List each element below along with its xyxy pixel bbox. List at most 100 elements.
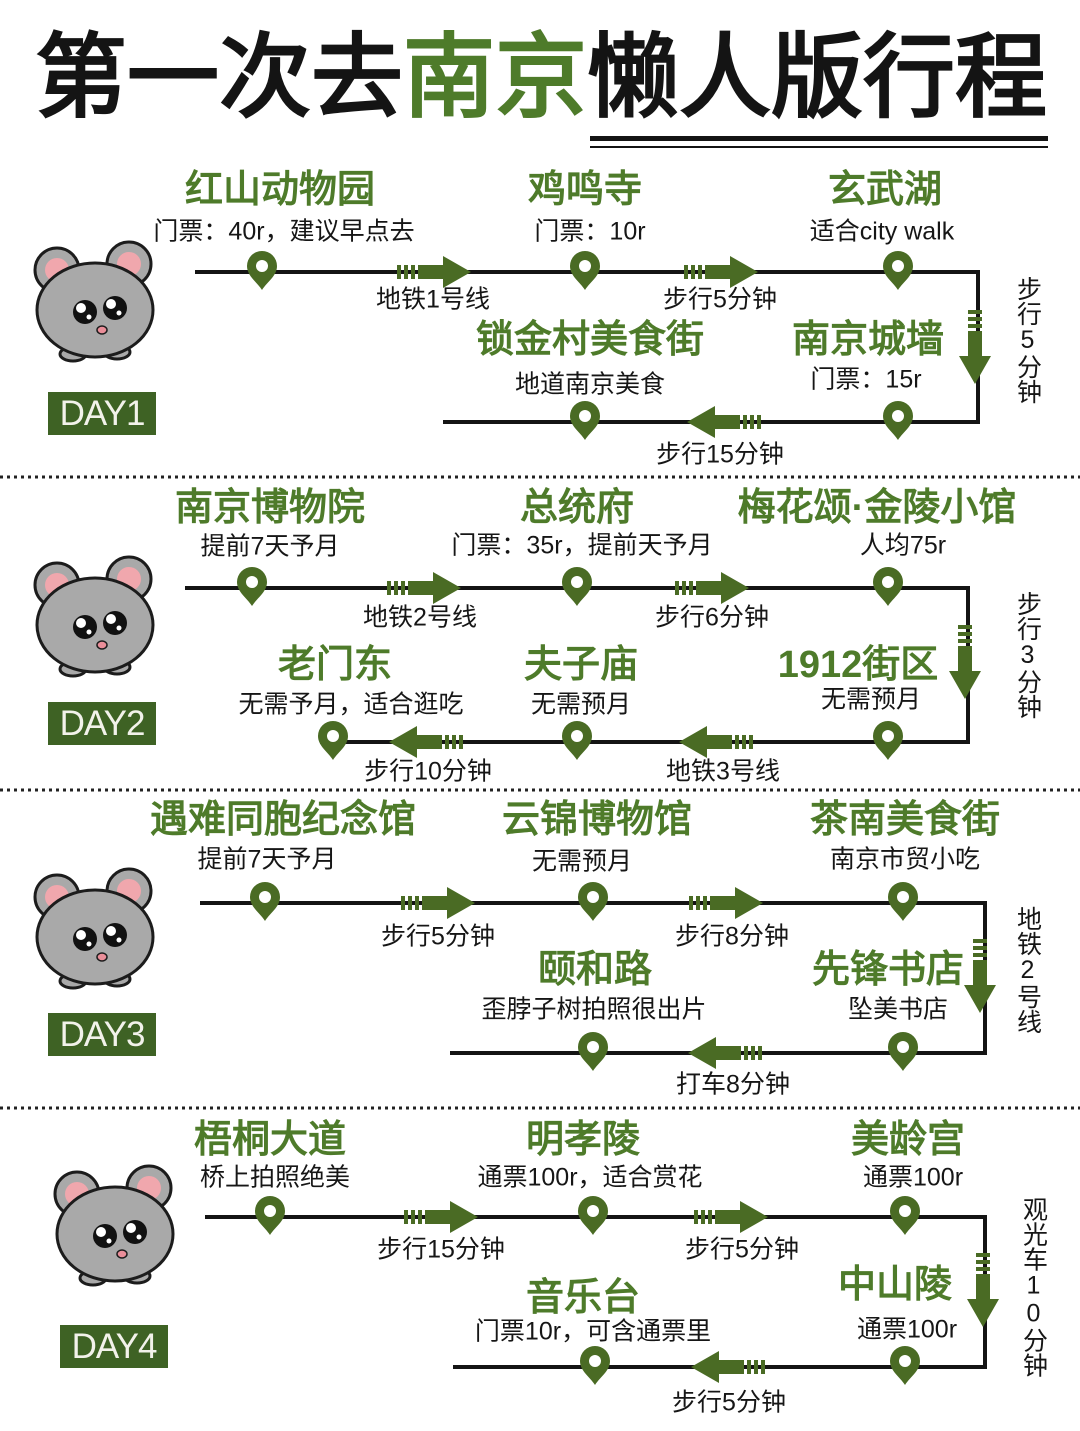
stop-name: 锁金村美食街	[475, 319, 705, 361]
transfer-label: 步行10分钟	[364, 757, 492, 786]
turn-transfer-label: 地铁2号线	[1013, 906, 1042, 1034]
stop-note: 门票10r，可含通票里	[474, 1317, 712, 1346]
day-badge: DAY1	[48, 392, 156, 435]
location-pin-icon	[570, 251, 600, 290]
turn-transfer-label: 观光车10分钟	[1019, 1196, 1048, 1378]
location-pin-icon	[562, 721, 592, 760]
arrow-right-icon	[387, 572, 461, 604]
stop-note: 门票：15r	[810, 365, 922, 394]
stop-note: 无需预月	[820, 685, 922, 714]
stop-note: 适合city walk	[809, 217, 955, 246]
title-tail: 懒人版行程	[587, 27, 1048, 129]
stop-name: 云锦博物馆	[501, 799, 693, 841]
location-pin-icon	[883, 251, 913, 290]
mouse-mascot-icon	[25, 238, 165, 363]
stop-name: 总统府	[519, 487, 635, 529]
stop-note: 歪脖子树拍照很出片	[481, 995, 707, 1024]
transfer-label: 地铁1号线	[376, 285, 490, 314]
location-pin-icon	[250, 882, 280, 921]
transfer-label: 步行15分钟	[377, 1235, 505, 1264]
arrow-left-icon	[688, 1037, 762, 1069]
title-underline	[590, 136, 1048, 141]
stop-name: 美龄宫	[850, 1119, 966, 1161]
day-badge: DAY2	[48, 702, 156, 745]
page-title: 第一次去南京懒人版行程	[35, 32, 1047, 124]
day-badge: DAY3	[48, 1013, 156, 1056]
title-lead: 第一次去	[35, 27, 404, 129]
transfer-label: 步行5分钟	[381, 922, 495, 951]
stop-name: 中山陵	[837, 1264, 953, 1306]
stop-name: 夫子庙	[523, 644, 639, 686]
location-pin-icon	[890, 1196, 920, 1235]
location-pin-icon	[570, 401, 600, 440]
stop-name: 颐和路	[537, 949, 653, 991]
stop-name: 梅花颂·金陵小馆	[737, 487, 1017, 529]
location-pin-icon	[888, 1032, 918, 1071]
stop-name: 音乐台	[525, 1277, 641, 1319]
arrow-right-icon	[675, 572, 749, 604]
transfer-label: 步行6分钟	[655, 603, 769, 632]
location-pin-icon	[255, 1196, 285, 1235]
arrow-right-icon	[397, 256, 471, 288]
arrow-left-icon	[389, 726, 463, 758]
stop-name: 玄武湖	[827, 169, 943, 211]
location-pin-icon	[578, 1032, 608, 1071]
stop-note: 通票100r	[856, 1315, 958, 1344]
location-pin-icon	[883, 401, 913, 440]
stop-name: 明孝陵	[525, 1119, 641, 1161]
stop-name: 鸡鸣寺	[527, 169, 643, 211]
stop-note: 门票：35r，提前天予月	[451, 531, 713, 560]
stop-note: 桥上拍照绝美	[199, 1163, 351, 1192]
stop-name: 茶南美食街	[809, 799, 1001, 841]
arrow-right-icon	[401, 887, 475, 919]
transfer-label: 地铁2号线	[363, 603, 477, 632]
arrow-right-icon	[684, 256, 758, 288]
stop-name: 先锋书店	[811, 949, 965, 991]
location-pin-icon	[247, 251, 277, 290]
stop-note: 通票100r	[862, 1163, 964, 1192]
stop-note: 门票：40r，建议早点去	[153, 217, 415, 246]
title-underline	[590, 146, 1048, 148]
transfer-label: 步行5分钟	[685, 1235, 799, 1264]
stop-name: 遇难同胞纪念馆	[149, 799, 417, 841]
arrow-left-icon	[679, 726, 753, 758]
location-pin-icon	[578, 882, 608, 921]
stop-note: 门票：10r	[534, 217, 646, 246]
transfer-label: 步行8分钟	[675, 922, 789, 951]
location-pin-icon	[580, 1346, 610, 1385]
stop-note: 人均75r	[859, 531, 947, 560]
title-city: 南京	[403, 27, 588, 129]
stop-note: 通票100r，适合赏花	[477, 1163, 703, 1192]
stop-note: 无需予月，适合逛吃	[238, 690, 464, 719]
stop-name: 梧桐大道	[193, 1119, 347, 1161]
location-pin-icon	[888, 882, 918, 921]
transfer-label: 步行15分钟	[656, 440, 784, 469]
location-pin-icon	[318, 721, 348, 760]
stop-note: 提前7天予月	[200, 532, 340, 561]
arrow-right-icon	[689, 887, 763, 919]
arrow-down-icon	[949, 625, 981, 699]
stop-name: 1912街区	[777, 644, 939, 686]
stop-name: 南京博物院	[174, 487, 366, 529]
location-pin-icon	[873, 721, 903, 760]
day-badge: DAY4	[60, 1325, 168, 1368]
arrow-down-icon	[967, 1253, 999, 1327]
transfer-label: 地铁3号线	[666, 757, 780, 786]
location-pin-icon	[890, 1346, 920, 1385]
mouse-mascot-icon	[25, 865, 165, 990]
turn-transfer-label: 步行3分钟	[1013, 591, 1042, 719]
stop-name: 老门东	[277, 644, 393, 686]
transfer-label: 打车8分钟	[676, 1070, 790, 1099]
location-pin-icon	[237, 567, 267, 606]
location-pin-icon	[578, 1196, 608, 1235]
transfer-label: 步行5分钟	[663, 285, 777, 314]
arrow-left-icon	[691, 1351, 765, 1383]
stop-note: 无需预月	[530, 690, 632, 719]
stop-note: 地道南京美食	[514, 370, 666, 399]
stop-name: 红山动物园	[184, 169, 376, 211]
arrow-right-icon	[694, 1201, 768, 1233]
stop-note: 无需预月	[531, 847, 633, 876]
location-pin-icon	[873, 567, 903, 606]
arrow-left-icon	[687, 406, 761, 438]
